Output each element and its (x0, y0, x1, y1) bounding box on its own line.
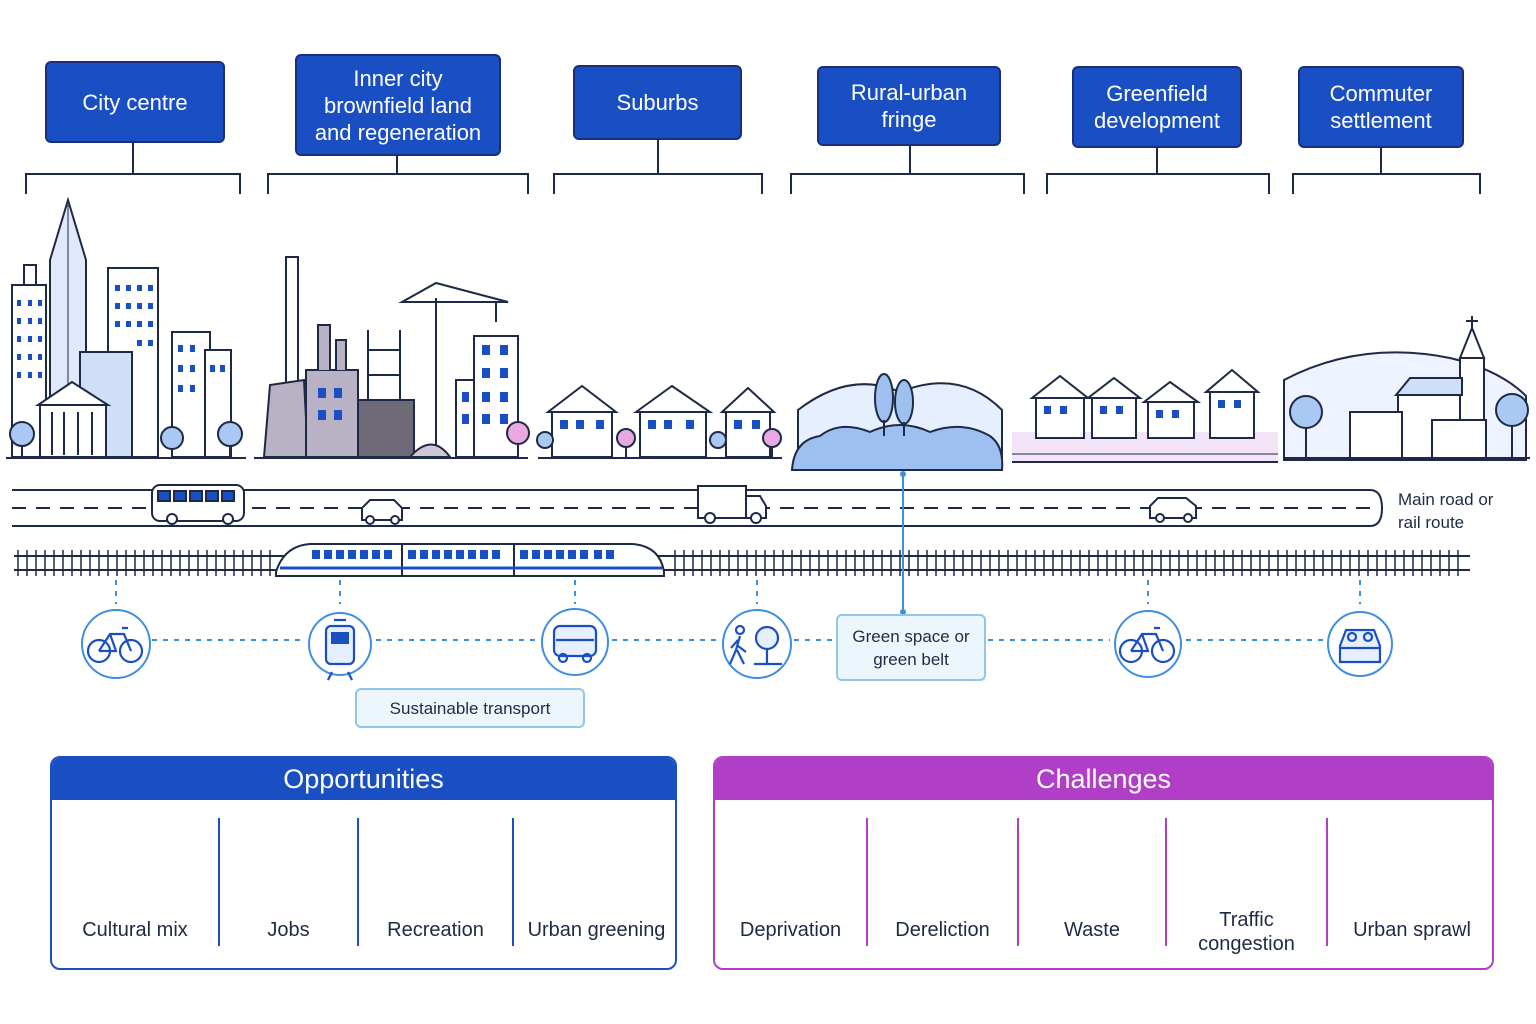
opportunity-item-cultural-mix: Cultural mix (52, 802, 218, 968)
challenge-label: Traffic congestion (1198, 909, 1295, 955)
train (275, 543, 665, 577)
divider (357, 818, 359, 946)
zone-brackets (25, 140, 1481, 194)
challenge-item-waste: Waste (1019, 802, 1165, 968)
challenge-item-deprivation: Deprivation (715, 802, 866, 968)
divider (1326, 818, 1328, 946)
divider (512, 818, 514, 946)
rail-sleepers (17, 550, 1459, 576)
opportunity-label: Jobs (267, 919, 310, 941)
divider (218, 818, 220, 946)
challenge-label: Dereliction (895, 919, 990, 941)
city-centre-buildings (11, 196, 232, 458)
opportunity-item-recreation: Recreation (359, 802, 512, 968)
challenge-label: Urban sprawl (1353, 919, 1471, 941)
city-trees (9, 421, 243, 457)
challenge-item-traffic-congestion: Traffic congestion (1167, 802, 1326, 968)
zone-label-commuter: Commuter settlement (1298, 66, 1464, 148)
road-vehicles (151, 484, 1197, 525)
bicycle-icon (1114, 610, 1182, 678)
zone-label-suburbs: Suburbs (573, 65, 742, 140)
divider (1165, 818, 1167, 946)
opportunities-title: Opportunities (52, 758, 675, 800)
challenge-label: Deprivation (739, 919, 842, 941)
challenge-label: Waste (1064, 919, 1120, 941)
zone-label-inner-city: Inner city brownfield land and regenerat… (295, 54, 501, 156)
opportunity-item-urban-greening: Urban greening (514, 802, 675, 968)
inner-city-buildings (262, 256, 519, 458)
zone-label-rural-urban-fringe: Rural-urban fringe (817, 66, 1001, 146)
challenges-title: Challenges (715, 758, 1492, 800)
zone-label-city-centre: City centre (45, 61, 225, 143)
transport-connectors (115, 580, 1361, 641)
divider (1017, 818, 1019, 946)
divider (866, 818, 868, 946)
opportunities-panel: Opportunities Cultural mix Jobs Recreati… (50, 756, 677, 970)
green-belt-landscape (790, 373, 1004, 471)
challenge-item-urban-sprawl: Urban sprawl (1328, 802, 1492, 968)
railway (14, 555, 1470, 571)
challenge-item-dereliction: Dereliction (868, 802, 1017, 968)
green-belt-callout: Green space or green belt (836, 614, 986, 681)
challenges-panel: Challenges Deprivation Dereliction Waste… (713, 756, 1494, 970)
commuter-village (1283, 316, 1530, 461)
greenfield-houses (1012, 368, 1278, 463)
route-label: Main road or rail route (1398, 490, 1494, 532)
zone-label-greenfield: Greenfield development (1072, 66, 1242, 148)
opportunity-label: Cultural mix (82, 919, 188, 941)
opportunity-item-jobs: Jobs (220, 802, 357, 968)
opportunity-label: Urban greening (527, 919, 666, 941)
opportunity-label: Recreation (387, 919, 484, 941)
sustainable-transport-callout: Sustainable transport (355, 688, 585, 728)
